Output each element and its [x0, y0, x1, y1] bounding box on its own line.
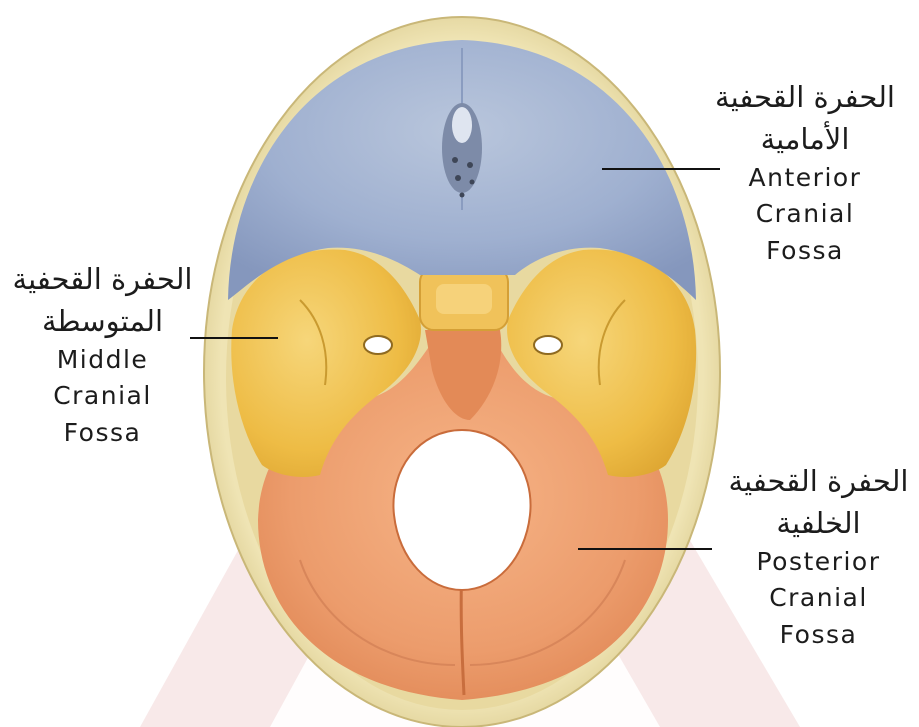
middle-arabic-line2: المتوسطة	[0, 300, 205, 342]
anterior-arabic-line2: الأمامية	[700, 118, 910, 160]
anterior-arabic-line1: الحفرة القحفية	[700, 76, 910, 118]
anterior-fossa-label: الحفرة القحفية الأمامية Anterior Cranial…	[700, 76, 910, 269]
foramen-left	[364, 336, 392, 354]
posterior-english-line2: Cranial	[718, 580, 919, 616]
middle-fossa-label: الحفرة القحفية المتوسطة Middle Cranial F…	[0, 258, 205, 451]
middle-english-line3: Fossa	[0, 415, 205, 451]
cribriform-foramen	[452, 157, 458, 163]
posterior-arabic-line1: الحفرة القحفية	[718, 460, 919, 502]
anterior-english-line2: Cranial	[700, 196, 910, 232]
anterior-english-line1: Anterior	[700, 160, 910, 196]
cribriform-foramen	[460, 193, 465, 198]
posterior-english-line1: Posterior	[718, 544, 919, 580]
foramen-right	[534, 336, 562, 354]
posterior-arabic-line2: الخلفية	[718, 502, 919, 544]
middle-english-line2: Cranial	[0, 378, 205, 414]
cribriform-foramen	[455, 175, 461, 181]
middle-arabic-line1: الحفرة القحفية	[0, 258, 205, 300]
posterior-english-line3: Fossa	[718, 617, 919, 653]
anterior-english-line3: Fossa	[700, 233, 910, 269]
crista-galli-highlight	[452, 107, 472, 143]
posterior-fossa-label: الحفرة القحفية الخلفية Posterior Cranial…	[718, 460, 919, 653]
middle-english-line1: Middle	[0, 342, 205, 378]
posterior-leader-line	[578, 548, 712, 550]
sella-turcica-inner	[436, 284, 492, 314]
foramen-magnum	[393, 430, 530, 590]
cribriform-foramen	[467, 162, 473, 168]
cribriform-foramen	[470, 180, 475, 185]
